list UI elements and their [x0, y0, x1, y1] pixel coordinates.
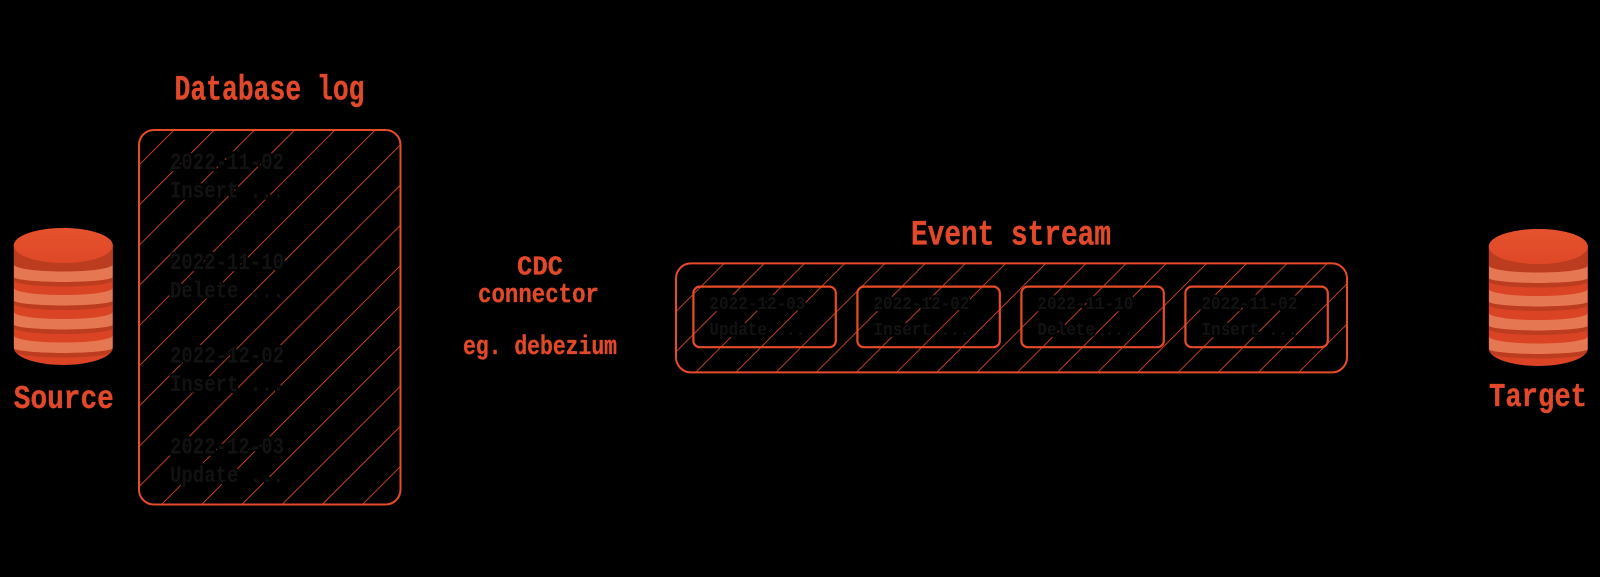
svg-text:2022-11-02: 2022-11-02: [170, 150, 284, 177]
svg-text:2022-12-03: 2022-12-03: [170, 434, 284, 461]
svg-text:Update ...: Update ...: [709, 320, 805, 341]
svg-text:Delete ...: Delete ...: [170, 278, 284, 305]
svg-text:Database log: Database log: [175, 71, 365, 111]
svg-text:eg. debezium: eg. debezium: [463, 333, 617, 363]
svg-text:Update ...: Update ...: [170, 463, 284, 490]
svg-text:Insert ...: Insert ...: [1201, 320, 1297, 341]
svg-text:CDC: CDC: [517, 253, 563, 283]
svg-text:2022-11-10: 2022-11-10: [1037, 294, 1133, 315]
svg-text:Target: Target: [1489, 379, 1587, 416]
svg-text:Source: Source: [14, 381, 114, 418]
svg-text:2022-11-10: 2022-11-10: [170, 250, 284, 277]
svg-text:Insert ...: Insert ...: [873, 320, 969, 341]
svg-text:connector: connector: [478, 281, 599, 311]
svg-text:2022-12-03: 2022-12-03: [709, 294, 805, 315]
svg-text:2022-11-02: 2022-11-02: [1201, 294, 1297, 315]
svg-text:Delete ...: Delete ...: [1037, 320, 1133, 341]
svg-text:2022-12-02: 2022-12-02: [873, 294, 969, 315]
svg-text:Event stream: Event stream: [911, 216, 1111, 256]
svg-text:Insert ...: Insert ...: [170, 372, 284, 399]
svg-text:Insert ...: Insert ...: [170, 178, 284, 205]
svg-text:2022-12-02: 2022-12-02: [170, 343, 284, 370]
